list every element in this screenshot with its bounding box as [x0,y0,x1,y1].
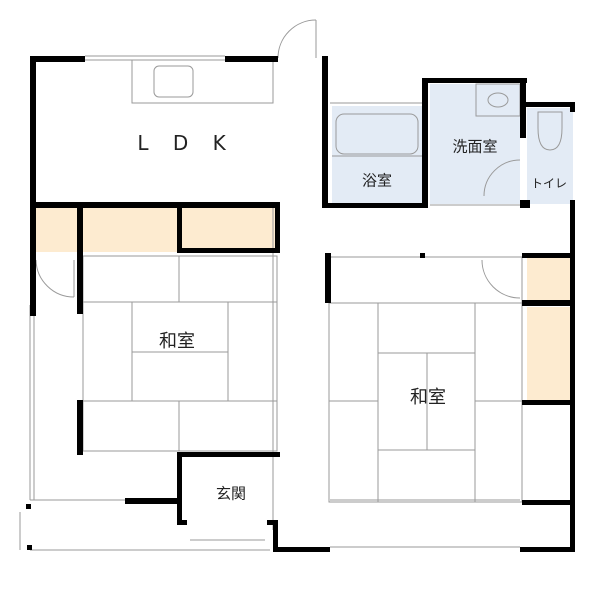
room-label-ldk: L D K [137,131,235,155]
room-label-toilet: トイレ [530,176,568,191]
bath-area [332,106,422,204]
room-label-washitsu-left: 和室 [159,331,195,352]
closet-5 [527,307,572,400]
closet-2 [83,207,177,252]
closet-4 [527,257,572,300]
room-label-washroom: 洗面室 [452,137,498,156]
closet-1 [36,207,77,252]
room-label-washitsu-right: 和室 [410,387,446,408]
room-label-genkan: 玄関 [215,484,247,503]
closet-3 [182,207,276,252]
washroom-area [430,84,520,204]
toilet-area [527,108,573,204]
room-label-bath: 浴室 [361,171,393,190]
